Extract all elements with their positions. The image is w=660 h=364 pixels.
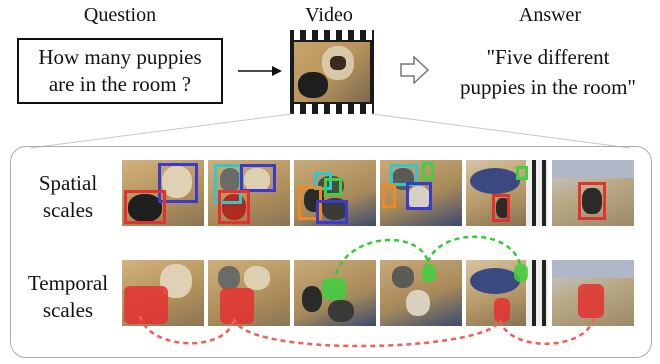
temporal-frame-5: [466, 260, 548, 326]
video-heading: Video: [305, 4, 353, 26]
bbox-orange: [382, 184, 396, 208]
answer-heading: Answer: [518, 4, 582, 26]
bbox-blue: [406, 182, 432, 210]
bbox-red: [492, 194, 510, 222]
answer-text: "Five different puppies in the room": [460, 45, 636, 99]
spatial-frame-4: [380, 160, 462, 226]
red-track-blob: [578, 284, 604, 318]
bbox-green: [422, 162, 434, 180]
red-track-blob: [124, 286, 168, 324]
bbox-red: [218, 190, 250, 224]
film-strip-icon: [290, 30, 374, 114]
temporal-scales-label: Temporal scales: [27, 271, 109, 322]
temporal-frame-3: [294, 260, 376, 326]
bbox-red: [124, 190, 166, 224]
temporal-frame-6: [552, 260, 634, 326]
temporal-frame-4: [380, 260, 462, 326]
right-arrow-icon: [238, 66, 282, 76]
bbox-orange: [298, 186, 322, 220]
temporal-frame-1: [122, 260, 204, 326]
question-heading: Question: [83, 4, 157, 26]
question-box: How many puppies are in the room ?: [17, 38, 223, 104]
green-track-blob: [422, 264, 436, 282]
bbox-teal: [314, 172, 332, 190]
spatial-frame-3: [294, 160, 376, 226]
bbox-blue: [240, 164, 276, 192]
spatial-frame-1: [122, 160, 204, 226]
spatial-scales-label: Spatial scales: [38, 171, 98, 222]
hollow-arrow-icon: [400, 56, 430, 84]
bbox-blue: [158, 163, 198, 203]
bbox-green: [516, 166, 528, 180]
question-text: How many puppies are in the room ?: [38, 45, 202, 96]
spatial-frame-6: [552, 160, 634, 226]
bbox-blue: [316, 200, 348, 224]
bbox-green: [324, 178, 342, 196]
temporal-frame-2: [208, 260, 290, 326]
scales-panel: [10, 146, 652, 358]
green-track-blob: [322, 278, 346, 300]
red-track-blob: [220, 288, 254, 324]
red-track-blob: [494, 298, 510, 322]
spatial-frame-2: [208, 160, 290, 226]
spatial-frame-5: [466, 160, 548, 226]
bbox-teal: [390, 164, 418, 186]
bbox-red: [578, 182, 606, 220]
green-track-blob: [514, 264, 528, 282]
